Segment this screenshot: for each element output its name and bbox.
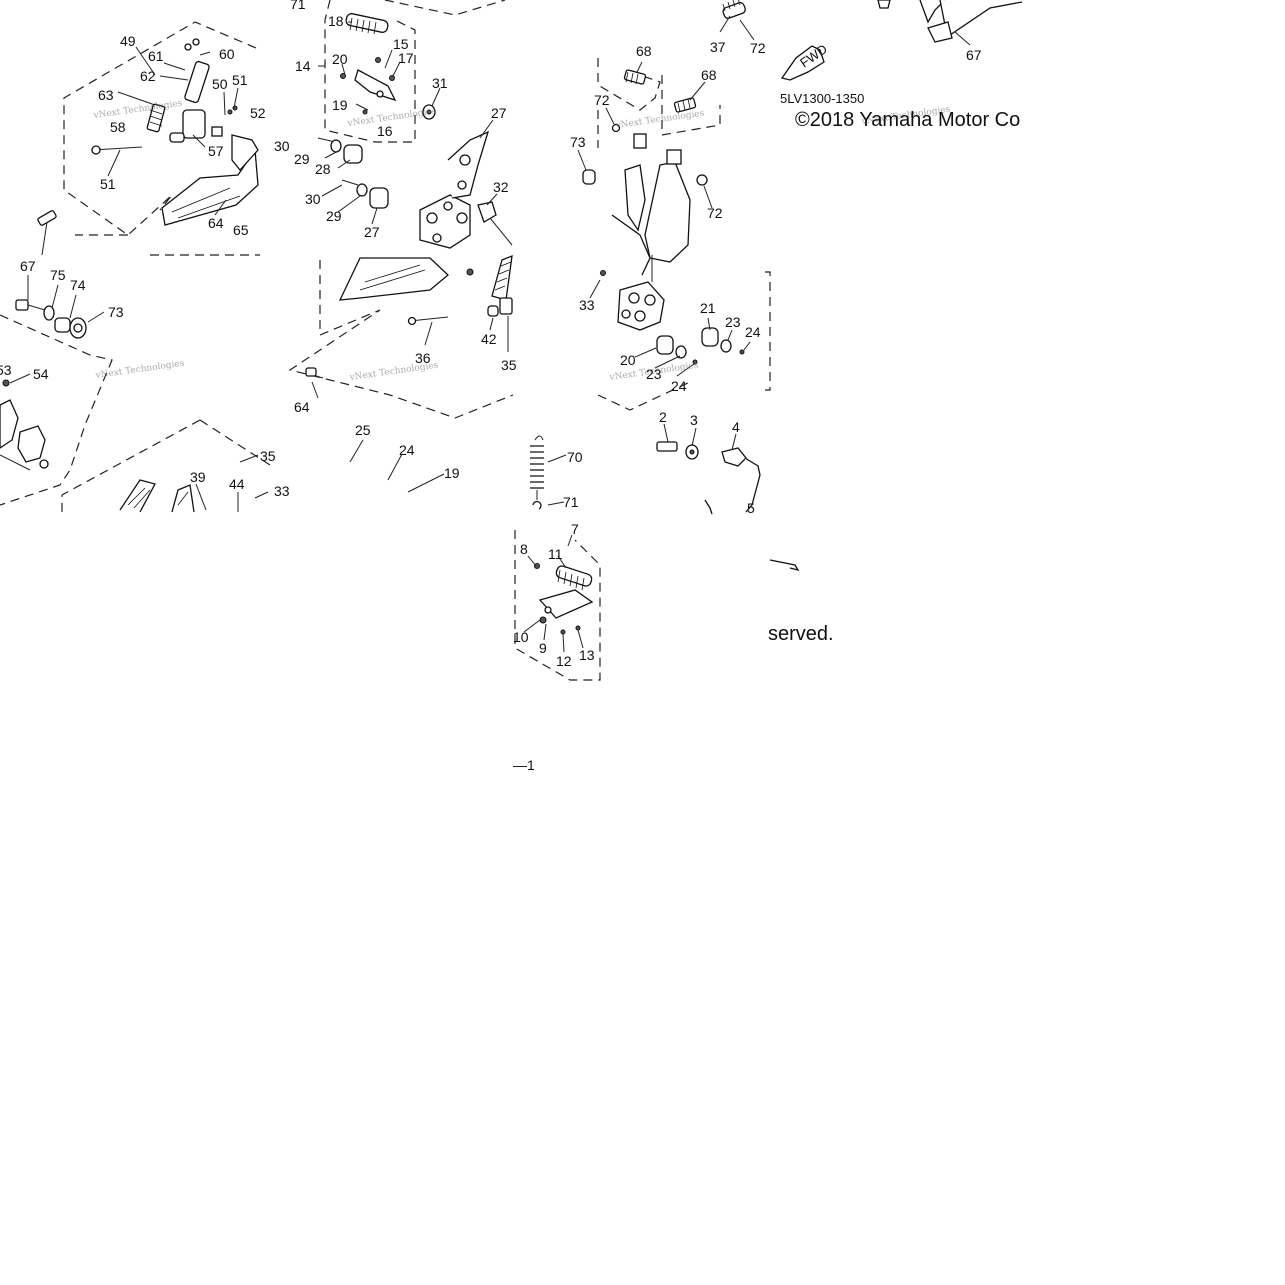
part-label-20: 20 <box>332 51 348 67</box>
part-label-45: 42 <box>481 331 497 347</box>
part-label-24-right: 23 <box>725 314 741 330</box>
part-label-7: 7 <box>571 521 579 537</box>
part-label-23: 21 <box>700 300 716 316</box>
part-label-71: 73 <box>570 134 586 150</box>
part-label-15: 15 <box>393 36 409 52</box>
copyright-line-1: ©2018 Yamaha Motor Co <box>795 109 1020 131</box>
part-label-12: 12 <box>556 653 572 669</box>
part-label-36: 35 <box>260 448 276 464</box>
part-label-61: 64 <box>208 215 224 231</box>
part-label-53: 53 <box>0 362 12 378</box>
part-label-59b: 71 <box>290 0 306 12</box>
part-label-16: 16 <box>377 123 393 139</box>
part-label-8: 8 <box>520 541 528 557</box>
part-label-55: 57 <box>208 143 224 159</box>
part-label-9: 9 <box>539 640 547 656</box>
part-label-25-left: 24 <box>671 378 687 394</box>
part-label-66-top: 68 <box>636 43 652 59</box>
part-label-53-top: 52 <box>250 105 266 121</box>
parts <box>0 0 1023 635</box>
part-label-46: 44 <box>229 476 245 492</box>
part-label-10: 10 <box>513 629 529 645</box>
part-label-19: 19 <box>332 97 348 113</box>
part-label-25-right: 24 <box>745 324 761 340</box>
part-label-24-left: 23 <box>646 366 662 382</box>
part-label-59: 62 <box>140 68 156 84</box>
part-label-31-top: 29 <box>294 151 310 167</box>
part-label-56: 58 <box>110 119 126 135</box>
part-label-70-bottom: 72 <box>707 205 723 221</box>
part-label-51: 51 <box>232 72 248 88</box>
part-label-33: 33 <box>579 297 595 313</box>
part-label-32-bottom: 30 <box>305 191 321 207</box>
part-label-74: 74 <box>70 277 86 293</box>
leader-lines <box>9 15 971 653</box>
part-label-21: 19 <box>444 465 460 481</box>
part-label-39: 35 <box>501 357 517 373</box>
part-label-14: 14 <box>295 58 311 74</box>
part-label-44: 39 <box>190 469 206 485</box>
part-number-labels: 71 49 61 60 62 51 50 63 52 58 57 51 64 6… <box>0 0 982 669</box>
watermark-4: vNext Technologies <box>94 359 185 382</box>
part-label-22: 20 <box>620 352 636 368</box>
part-label-33-left: 33 <box>274 483 290 499</box>
part-label-29: 27 <box>364 224 380 240</box>
part-label-54: 54 <box>33 366 49 382</box>
part-label-37: 37 <box>710 39 726 55</box>
part-label-42: 36 <box>415 350 431 366</box>
part-label-3: 3 <box>690 412 698 428</box>
part-label-70-top: 72 <box>594 92 610 108</box>
part-label-73: 73 <box>108 304 124 320</box>
copyright-line-2: served. <box>768 623 834 645</box>
part-label-27: 25 <box>355 422 371 438</box>
part-label-64: 67 <box>20 258 36 274</box>
part-label-60: 63 <box>98 87 114 103</box>
part-label-63: 64 <box>294 399 310 415</box>
part-label-67: 70 <box>567 449 583 465</box>
cut-marker-label: —1 <box>513 757 535 773</box>
part-label-34: 31 <box>432 75 448 91</box>
part-label-57: 60 <box>219 46 235 62</box>
part-label-4: 4 <box>732 419 740 435</box>
part-label-2: 2 <box>659 409 667 425</box>
part-label-28: 27 <box>491 105 507 121</box>
part-label-17: 17 <box>398 50 414 66</box>
part-label-31-bottom: 29 <box>326 208 342 224</box>
part-label-62: 65 <box>233 222 249 238</box>
part-label-32-top: 30 <box>274 138 290 154</box>
group-outlines <box>0 0 771 681</box>
watermarks: vNext Technologies vNext Technologies vN… <box>92 99 951 384</box>
part-label-65: 67 <box>966 47 982 63</box>
reference-code: 5LV1300-1350 <box>780 91 864 106</box>
watermark-3: vNext Technologies <box>614 109 705 132</box>
part-label-18: 18 <box>328 13 344 29</box>
part-label-58: 61 <box>148 48 164 64</box>
part-label-11: 11 <box>548 546 563 562</box>
part-label-72: 72 <box>750 40 766 56</box>
part-label-68: 71 <box>563 494 579 510</box>
part-label-52: 51 <box>100 176 116 192</box>
part-label-26: 24 <box>399 442 415 458</box>
part-label-50: 50 <box>212 76 228 92</box>
part-label-5: 5 <box>747 500 755 516</box>
part-label-66-mid: 68 <box>701 67 717 83</box>
part-label-35: 32 <box>493 179 509 195</box>
part-label-75: 75 <box>50 267 66 283</box>
part-label-30: 28 <box>315 161 331 177</box>
part-label-49: 49 <box>120 33 136 49</box>
part-label-13: 13 <box>579 647 595 663</box>
